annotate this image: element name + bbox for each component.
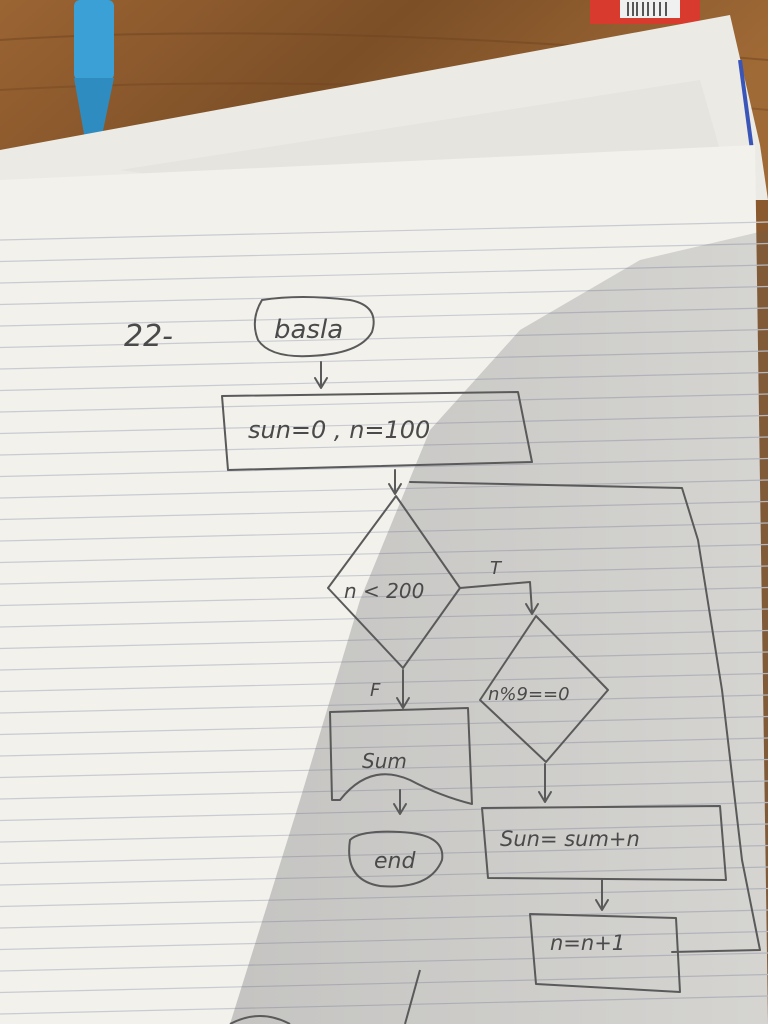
end-node [348, 830, 444, 888]
output-document [329, 707, 473, 805]
increment-label: n=n+1 [550, 931, 625, 955]
pen-icon [74, 0, 114, 145]
loop-back-line [409, 481, 761, 953]
hand-shadow [230, 230, 768, 1024]
init-process-box [221, 391, 533, 471]
sum-update-label: Sun= sum+n [500, 827, 640, 851]
true-label: T [490, 558, 503, 579]
ruled-line [0, 221, 768, 241]
condition-main-label: n < 200 [344, 579, 424, 603]
flowchart [221, 296, 761, 993]
false-label: F [370, 680, 381, 701]
start-node [253, 296, 375, 358]
decision-inner [479, 615, 609, 763]
output-label: Sum [362, 749, 407, 773]
increment-box [529, 913, 681, 993]
barcode-label-icon [590, 0, 700, 24]
start-label: basla [274, 315, 343, 345]
end-label: end [374, 849, 416, 874]
condition-inner-label: n%9==0 [488, 684, 570, 705]
init-label: sun=0 , n=100 [248, 416, 430, 444]
decision-main [327, 495, 461, 669]
sum-update-box [481, 805, 727, 881]
ruled-line [0, 242, 768, 263]
problem-number: 22- [124, 319, 173, 354]
